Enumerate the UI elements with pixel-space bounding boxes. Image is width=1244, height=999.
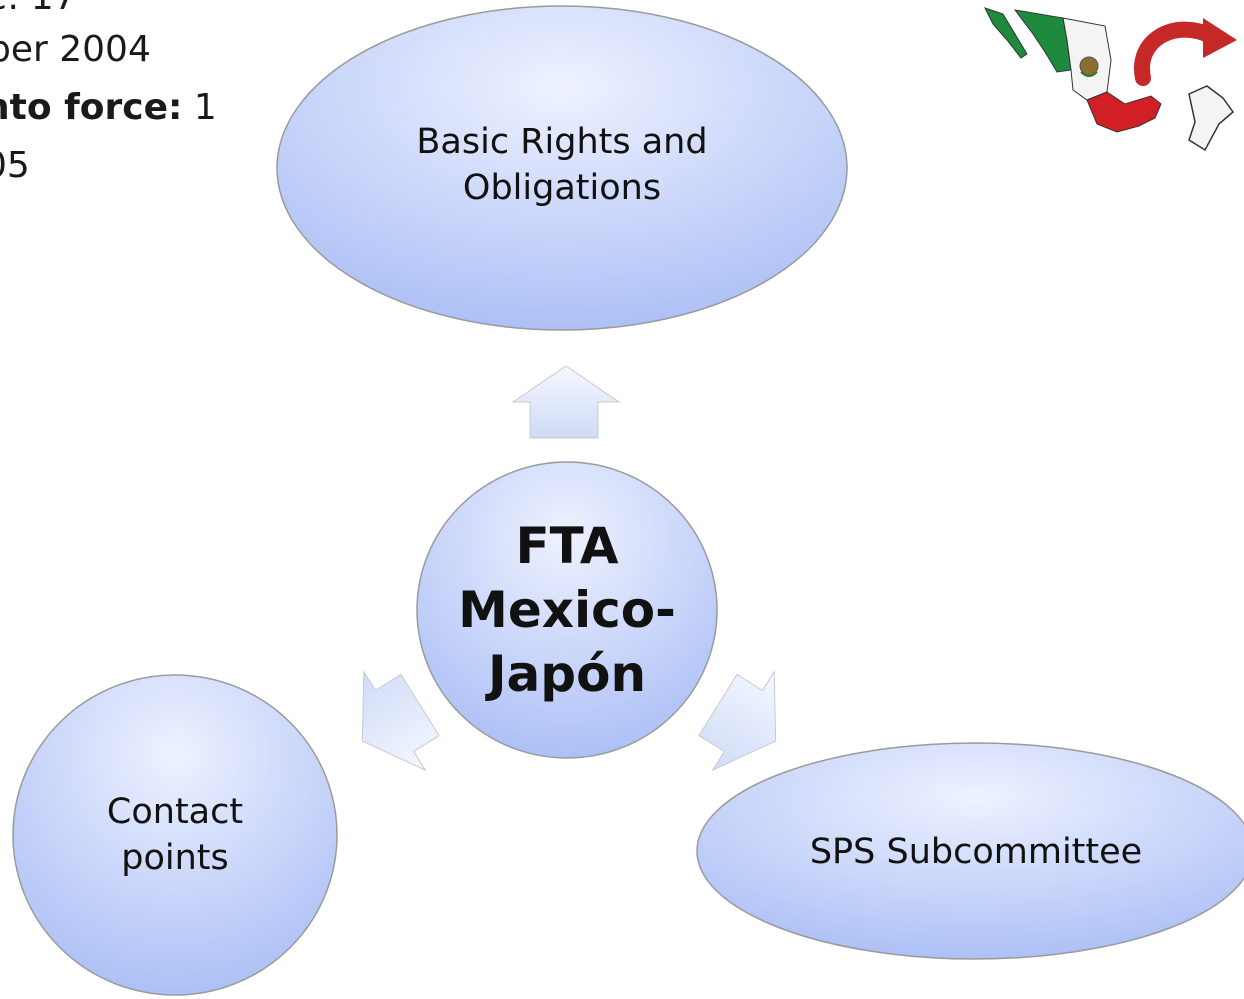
arrow-to-right bbox=[698, 670, 777, 772]
mexico-map-flag-icon bbox=[984, 7, 1237, 152]
node-top-ellipse bbox=[276, 5, 848, 331]
date-line-1: e: 17 bbox=[0, 0, 77, 18]
node-right-ellipse bbox=[696, 742, 1244, 960]
node-top-label: Basic Rights and Obligations bbox=[416, 122, 708, 208]
arrow-to-top bbox=[511, 365, 621, 439]
entry-into-force-label: nto force: bbox=[0, 87, 183, 128]
arrow-to-left bbox=[361, 670, 440, 772]
center-node-label: FTA Mexico- Japón bbox=[458, 517, 676, 703]
node-left-ellipse bbox=[12, 674, 338, 996]
date-line-4: 05 bbox=[0, 145, 30, 186]
agreement-dates-text: e: 17 ber 2004 nto force: 1 05 bbox=[0, 0, 240, 200]
node-left-label: Contact points bbox=[106, 792, 244, 878]
date-line-3: nto force: 1 bbox=[0, 88, 217, 128]
center-node-circle bbox=[416, 461, 718, 759]
entry-into-force-value: 1 bbox=[182, 87, 217, 128]
node-right-label: SPS Subcommittee bbox=[809, 832, 1143, 872]
date-line-2: ber 2004 bbox=[0, 29, 151, 70]
